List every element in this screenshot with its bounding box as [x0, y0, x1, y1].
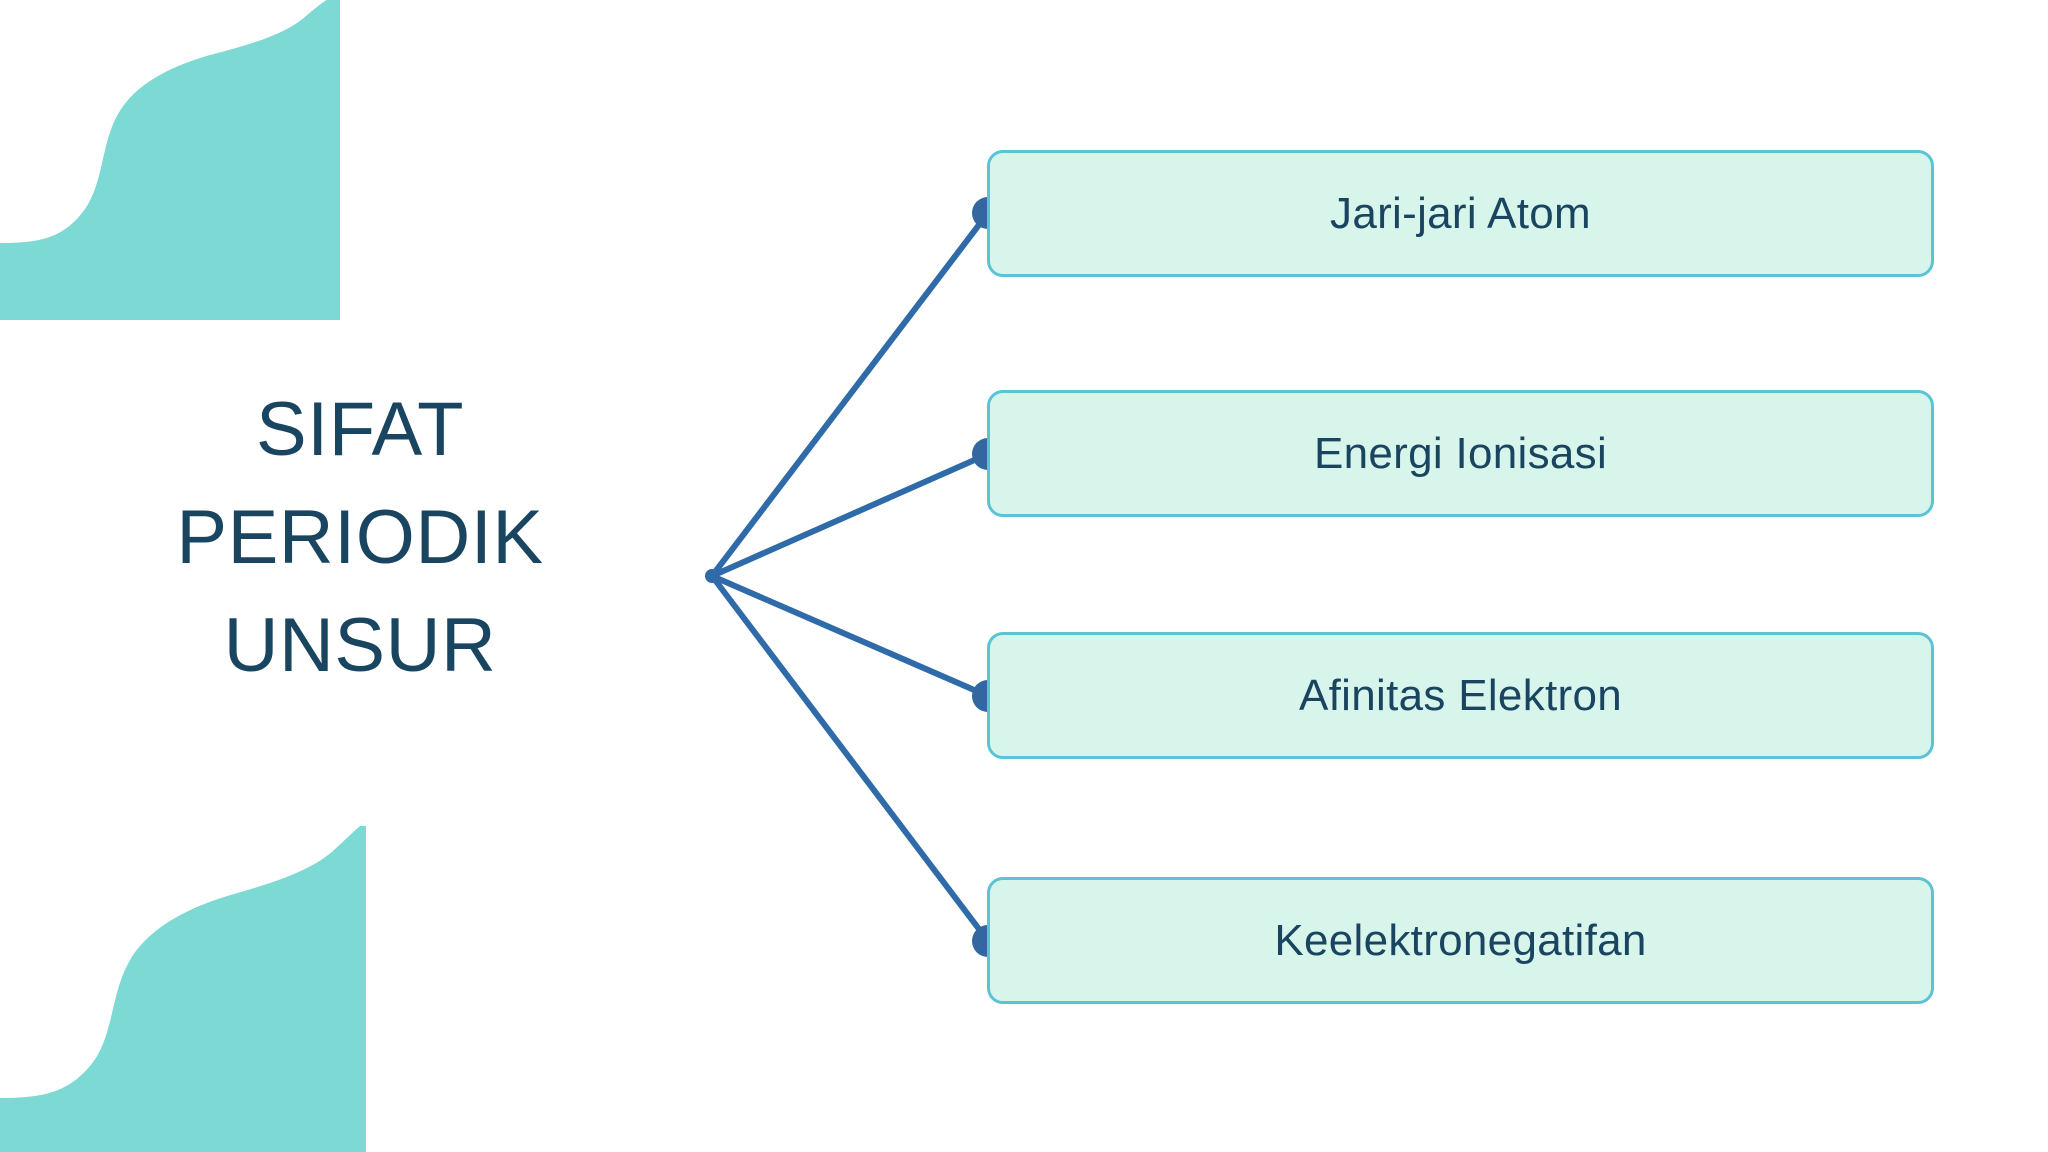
branch-box-keelektronegatifan[interactable]: Keelektronegatifan — [987, 877, 1934, 1004]
branch-label: Afinitas Elektron — [1298, 670, 1623, 720]
page-title: SIFAT PERIODIK UNSUR — [176, 387, 544, 688]
connector-line-1 — [709, 210, 991, 579]
branch-label: Jari-jari Atom — [1330, 188, 1591, 238]
branch-box-jari-jari-atom[interactable]: Jari-jari Atom — [987, 150, 1934, 277]
branch-box-afinitas-elektron[interactable]: Afinitas Elektron — [987, 632, 1934, 759]
hub-node — [705, 569, 719, 583]
branch-box-energi-ionisasi[interactable]: Energi Ionisasi — [987, 390, 1934, 517]
connector-line-3 — [709, 573, 991, 699]
branch-label: Keelektronegatifan — [1274, 915, 1647, 965]
connector-line-4 — [709, 573, 991, 944]
branch-label: Energi Ionisasi — [1313, 428, 1608, 478]
connector-line-2 — [709, 451, 991, 579]
